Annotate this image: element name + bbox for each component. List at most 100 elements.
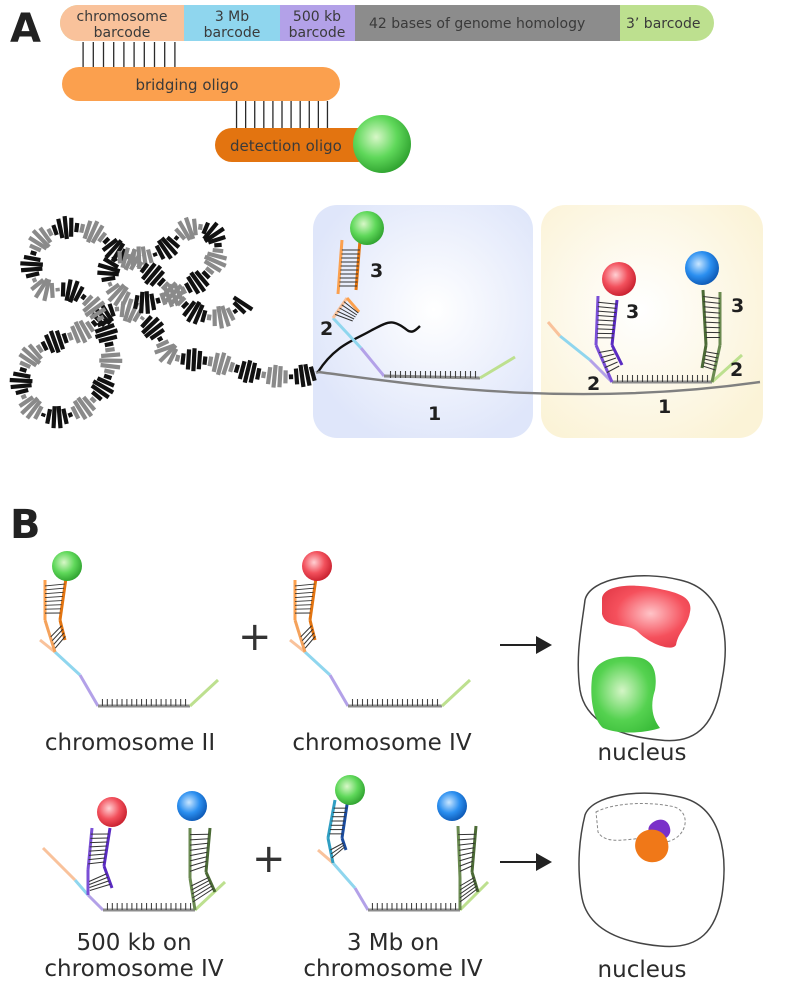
- helix-rung: [197, 223, 203, 231]
- caption-chromosome-ii: chromosome II: [45, 730, 215, 756]
- hybrid-tick: [704, 316, 721, 319]
- helix-rung: [73, 285, 85, 303]
- helix-rung: [46, 227, 54, 237]
- hybrid-tick: [458, 847, 475, 851]
- helix-rung: [90, 383, 110, 400]
- purple-bridge: [594, 344, 614, 383]
- helix-rung: [242, 359, 253, 384]
- probe-b-500kb: [588, 358, 614, 384]
- probe-chromosome-iv: [289, 551, 472, 708]
- hybrid-tick: [459, 851, 474, 857]
- helix-rung: [100, 362, 121, 370]
- p4-bridge: [326, 837, 335, 864]
- p1-hyb-ticks: [44, 583, 66, 649]
- nucleus-outline-2: [578, 792, 725, 948]
- helix-rung: [168, 288, 186, 306]
- p2-bridge: [293, 619, 307, 653]
- segment-chromosome-barcode: [60, 5, 184, 41]
- probe-3prime-segment: [479, 355, 516, 380]
- hybrid-tick: [343, 301, 359, 314]
- helix-rung: [103, 373, 113, 381]
- helix-rung: [49, 282, 55, 298]
- helix-rung: [156, 335, 164, 342]
- helix-rung: [216, 305, 224, 329]
- helix-rung: [174, 227, 187, 241]
- helix-rung: [74, 222, 80, 233]
- hybrid-tick: [459, 888, 478, 903]
- single-probe-box: [313, 205, 533, 438]
- hybrid-tick: [703, 362, 717, 367]
- hybrid-tick: [604, 361, 618, 368]
- label-2-blue-box: 2: [320, 318, 333, 340]
- arrow-1: [500, 636, 552, 654]
- helix-rung: [64, 279, 73, 302]
- helix-rung: [29, 243, 42, 253]
- helix-rung: [156, 277, 166, 287]
- segment-label-3mb: 3 Mb: [215, 9, 249, 25]
- helix-rung: [194, 269, 210, 288]
- helix-rung: [70, 325, 81, 344]
- p2-chrom: [289, 638, 306, 654]
- helix-rung: [12, 371, 31, 379]
- helix-rung: [48, 330, 61, 354]
- helix-rung: [191, 218, 198, 236]
- fluor-blue-b3: [437, 791, 467, 821]
- helix-rung: [102, 236, 111, 245]
- caption-3mb-line2: chromosome IV: [303, 956, 482, 982]
- p3-olive-ticks: [189, 833, 214, 903]
- helix-rung: [94, 328, 119, 339]
- helix-rung: [191, 348, 197, 372]
- hybrid-tick: [189, 856, 208, 862]
- helix-rung: [186, 300, 202, 323]
- p4-olive-bridge-up: [456, 825, 462, 879]
- helix-rung: [203, 259, 222, 273]
- helix-rung: [173, 283, 185, 302]
- green-fluorophore: [353, 115, 411, 173]
- caption-3mb-line1: 3 Mb on: [347, 930, 439, 956]
- p1-bridge: [43, 619, 57, 653]
- helix-rung: [155, 339, 170, 349]
- helix-rung: [175, 295, 187, 307]
- hybrid-tick: [303, 632, 315, 645]
- p3-detect-up: [102, 827, 112, 867]
- helix-rung: [161, 281, 178, 298]
- helix-rung: [33, 405, 44, 420]
- hybrid-tick: [304, 635, 316, 649]
- helix-rung: [42, 278, 52, 302]
- hybrid-tick: [88, 857, 105, 861]
- helix-rung: [38, 226, 53, 244]
- nucleus-2: [578, 792, 725, 948]
- helix-rung: [70, 405, 81, 420]
- hybrid-tick: [301, 628, 314, 641]
- hybrid-tick: [459, 885, 478, 899]
- helix-rung: [9, 377, 33, 384]
- hybrid-tick: [189, 865, 207, 872]
- helix-rung: [113, 285, 129, 307]
- helix-rung: [128, 298, 134, 304]
- helix-rung: [165, 235, 181, 249]
- helix-rung: [28, 235, 48, 251]
- p4-ticks: [371, 903, 457, 910]
- helix-rung: [81, 294, 94, 307]
- hybrid-tick: [597, 310, 616, 314]
- helix-rung: [255, 367, 262, 380]
- hybrid-tick: [459, 865, 473, 872]
- helix-rung: [96, 376, 115, 388]
- helix-rung: [111, 255, 118, 263]
- helix-rung: [155, 297, 161, 304]
- helix-rung: [174, 354, 181, 362]
- probe-b-chrom: [546, 321, 562, 337]
- hybrid-tick: [294, 595, 313, 599]
- hybrid-tick: [89, 883, 111, 891]
- helix-rung: [54, 330, 66, 350]
- hybrid-tick: [330, 844, 345, 855]
- helix-rung: [19, 360, 32, 369]
- p3-ticks: [106, 903, 192, 910]
- probe-3mb-segment: [331, 316, 363, 350]
- helix-rung: [211, 352, 220, 373]
- segment-label-barcode: barcode: [94, 25, 151, 41]
- helix-rung: [67, 331, 74, 341]
- helix-rung: [15, 387, 29, 396]
- helix-rung: [203, 254, 227, 268]
- bridging-oligo-bar: [62, 67, 340, 101]
